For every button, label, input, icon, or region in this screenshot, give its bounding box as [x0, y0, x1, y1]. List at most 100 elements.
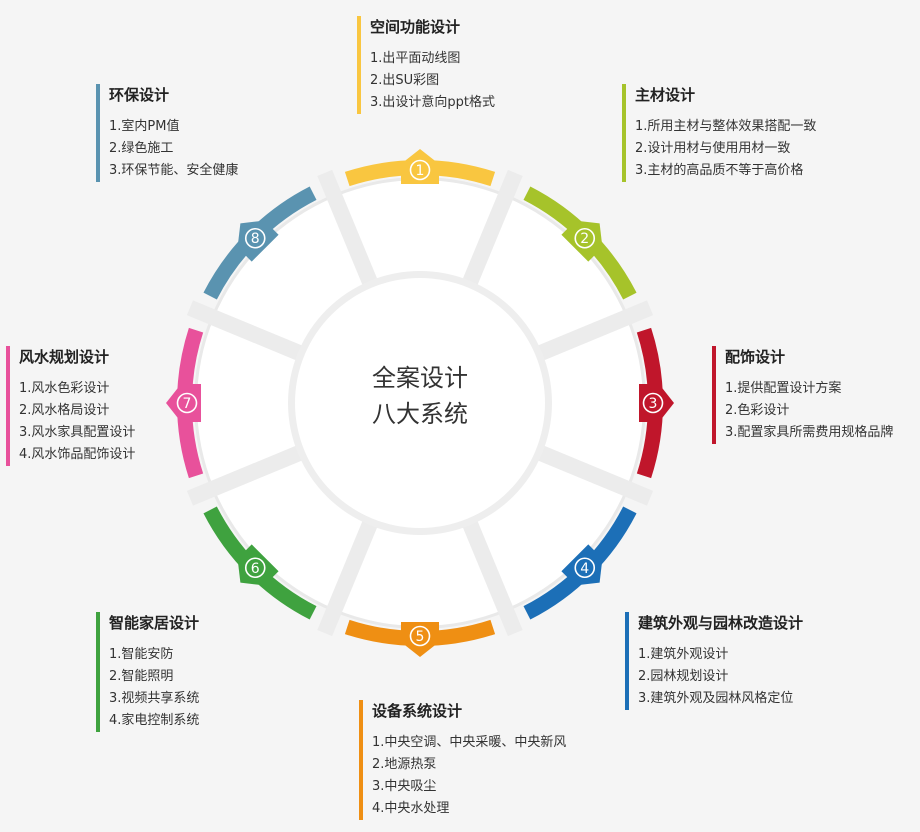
block-accent-bar [359, 700, 363, 820]
block-equipment-design: 设备系统设计 1.中央空调、中央采暖、中央新风 2.地源热泵 3.中央吸尘 4.… [359, 700, 566, 820]
segment-number-ring [244, 557, 266, 579]
center-circle [295, 278, 545, 528]
block-item: 2.绿色施工 [109, 141, 174, 156]
segment-marker-shape [401, 149, 439, 184]
segment-number-ring [244, 227, 266, 249]
segment-divider [317, 513, 381, 637]
block-item: 1.智能安防 [109, 647, 174, 662]
block-item: 3.配置家具所需费用规格品牌 [725, 425, 894, 440]
center-title-line1: 全案设计 [372, 364, 468, 392]
block-item: 3.中央吸尘 [372, 779, 437, 794]
block-title: 主材设计 [635, 86, 696, 104]
segment-divider [186, 442, 310, 506]
segment-marker-shape [237, 220, 279, 262]
block-item: 2.风水格局设计 [19, 403, 110, 418]
block-item: 2.设计用材与使用用材一致 [635, 141, 791, 156]
block-title: 建筑外观与园林改造设计 [638, 614, 804, 632]
block-item: 2.智能照明 [109, 669, 174, 684]
segment-marker-shape [166, 384, 201, 422]
block-item: 3.出设计意向ppt格式 [370, 95, 496, 110]
segment-arc [203, 506, 317, 620]
segment-arc [523, 506, 637, 620]
block-accent-bar [357, 16, 361, 114]
segment-marker-shape [639, 384, 674, 422]
segment-marker [166, 384, 201, 422]
block-item: 2.地源热泵 [372, 757, 437, 772]
block-item: 3.建筑外观及园林风格定位 [638, 691, 794, 706]
block-building-design: 建筑外观与园林改造设计 1.建筑外观设计 2.园林规划设计 3.建筑外观及园林风… [625, 612, 803, 710]
center-label: 全案设计 八大系统 [320, 360, 520, 432]
block-title: 空间功能设计 [370, 18, 461, 36]
segment-number: 2 [580, 231, 589, 247]
segment-divider [530, 442, 654, 506]
block-item: 3.主材的高品质不等于高价格 [635, 163, 804, 178]
block-item: 1.中央空调、中央采暖、中央新风 [372, 735, 567, 750]
segment-marker [237, 220, 279, 262]
block-title: 配饰设计 [725, 348, 786, 366]
block-material-design: 主材设计 1.所用主材与整体效果搭配一致 2.设计用材与使用用材一致 3.主材的… [622, 84, 816, 182]
block-title: 环保设计 [109, 86, 170, 104]
block-item: 2.园林规划设计 [638, 669, 729, 684]
segment-number: 8 [251, 231, 260, 247]
block-accent-bar [625, 612, 629, 710]
segment-arc [523, 186, 637, 300]
segment-marker [401, 622, 439, 657]
block-item: 4.家电控制系统 [109, 713, 200, 728]
block-item: 3.视频共享系统 [109, 691, 200, 706]
block-item: 1.建筑外观设计 [638, 647, 729, 662]
segment-marker [639, 384, 674, 422]
block-accent-bar [96, 84, 100, 182]
segment-arc [203, 186, 317, 300]
block-accent-bar [96, 612, 100, 732]
block-item: 3.风水家具配置设计 [19, 425, 136, 440]
segment-number: 4 [580, 561, 589, 577]
segment-number: 3 [649, 396, 658, 412]
block-item: 1.风水色彩设计 [19, 381, 110, 396]
segment-divider [186, 300, 310, 364]
segment-number-ring [574, 557, 596, 579]
block-eco-design: 环保设计 1.室内PM值 2.绿色施工 3.环保节能、安全健康 [96, 84, 238, 182]
segment-number-ring [574, 227, 596, 249]
block-item: 1.出平面动线图 [370, 51, 461, 66]
block-smart-home-design: 智能家居设计 1.智能安防 2.智能照明 3.视频共享系统 4.家电控制系统 [96, 612, 199, 732]
segment-number-ring [409, 159, 431, 181]
segment-divider [317, 169, 381, 293]
segment-marker-shape [561, 220, 603, 262]
block-title: 设备系统设计 [372, 702, 463, 720]
block-accent-bar [622, 84, 626, 182]
block-title: 智能家居设计 [109, 614, 200, 632]
segment-divider [459, 513, 523, 637]
segment-marker [561, 220, 603, 262]
block-item: 1.室内PM值 [109, 119, 180, 134]
segment-divider [530, 300, 654, 364]
block-accent-bar [6, 346, 10, 466]
segment-marker-shape [561, 544, 603, 586]
center-title-line2: 八大系统 [372, 400, 468, 428]
segment-number: 7 [183, 396, 192, 412]
block-item: 4.风水饰品配饰设计 [19, 447, 136, 462]
segment-divider [459, 169, 523, 293]
block-space-design: 空间功能设计 1.出平面动线图 2.出SU彩图 3.出设计意向ppt格式 [357, 16, 495, 114]
segment-number-ring [176, 392, 198, 414]
block-item: 2.色彩设计 [725, 403, 790, 418]
block-item: 1.提供配置设计方案 [725, 381, 842, 396]
block-decor-design: 配饰设计 1.提供配置设计方案 2.色彩设计 3.配置家具所需费用规格品牌 [712, 346, 893, 444]
segment-number-ring [642, 392, 664, 414]
segment-marker [401, 149, 439, 184]
segment-marker [237, 544, 279, 586]
segment-number: 1 [416, 163, 425, 179]
segment-number-ring [409, 625, 431, 647]
segment-marker [561, 544, 603, 586]
block-item: 4.中央水处理 [372, 801, 450, 816]
segment-marker-shape [237, 544, 279, 586]
block-item: 1.所用主材与整体效果搭配一致 [635, 119, 817, 134]
segment-number: 6 [251, 561, 260, 577]
segment-number: 5 [416, 629, 425, 645]
block-item: 3.环保节能、安全健康 [109, 163, 239, 178]
block-fengshui-design: 风水规划设计 1.风水色彩设计 2.风水格局设计 3.风水家具配置设计 4.风水… [6, 346, 135, 466]
block-title: 风水规划设计 [19, 348, 110, 366]
segment-marker-shape [401, 622, 439, 657]
block-item: 2.出SU彩图 [370, 73, 440, 88]
block-accent-bar [712, 346, 716, 444]
